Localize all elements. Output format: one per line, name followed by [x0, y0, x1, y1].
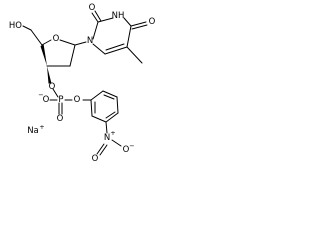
wedge-bond-c3prime-c4prime — [40, 43, 47, 66]
bond-c2-o-double-a — [91, 12, 99, 23]
bond-ar-2-3 — [102, 90, 118, 98]
bond-n1-c1prime — [74, 41, 87, 46]
bond-c5-c6-b — [105, 43, 125, 51]
bond-n3-c4 — [123, 17, 132, 27]
bond-c5prime-oh — [22, 25, 32, 31]
bond-n-o-nitro-2-b — [99, 144, 108, 156]
atom-label-o-carbonyl-top: O — [89, 3, 96, 13]
charge-label-n-nitro: + — [110, 129, 115, 137]
bond-ar-2-3-inner — [103, 94, 115, 100]
bond-o3prime-p — [52, 88, 59, 98]
atom-label-o-nitro-2: O — [92, 154, 99, 164]
bond-c4prime-c5prime — [30, 29, 43, 46]
charge-label-sodium: + — [39, 123, 44, 131]
bond-ar-1-2 — [90, 90, 104, 101]
bond-ar-6-1 — [90, 99, 93, 117]
bond-c1prime-o-ring — [59, 39, 76, 46]
atom-label-o-ester-3prime: O — [49, 82, 56, 92]
bond-ar-n-nitro — [105, 121, 108, 134]
stereo-bonds — [40, 43, 52, 84]
atom-label-o-nitro-1: O — [123, 145, 130, 155]
atom-label-p: P — [58, 95, 63, 105]
bond-lines — [22, 10, 148, 156]
bond-c6-n1 — [92, 43, 106, 55]
atom-label-o-ring: O — [53, 34, 60, 44]
atom-label-nh: NH — [112, 11, 125, 21]
bond-c2-o-double-b — [94, 10, 102, 22]
atom-label-n-nitro: N — [104, 133, 110, 143]
bond-c1prime-c2prime — [69, 44, 76, 67]
bond-c4-o-double-a — [130, 21, 147, 27]
chemical-structure: O NH O N O HO O P O O O − Na + N + O − O — [9, 3, 156, 164]
bond-ar-4-5-inner — [105, 111, 116, 119]
atom-label-o-anion: O — [43, 95, 50, 105]
bond-ar-4-5 — [105, 112, 119, 123]
atom-label-n-glycosidic: N — [87, 36, 93, 46]
atom-label-o-phosphoryl: O — [57, 114, 64, 124]
atom-label-o-carbonyl-right: O — [149, 17, 156, 27]
bond-c4-c5 — [126, 25, 132, 48]
charge-label-o-anion: − — [38, 91, 43, 99]
bond-ar-3-4 — [116, 96, 119, 114]
bond-ar-5-6 — [91, 115, 107, 123]
bond-n-o-nitro-1 — [111, 139, 122, 147]
atom-labels: O NH O N O HO O P O O O − Na + N + O − O — [9, 3, 156, 164]
bond-c4-o-double-b — [131, 24, 148, 30]
atom-label-ho: HO — [9, 21, 22, 31]
bond-c2-n3 — [97, 17, 114, 23]
charge-label-o-nitro-1: − — [129, 142, 134, 150]
bond-c5-c6-a — [104, 46, 128, 55]
bond-n-o-nitro-2-a — [96, 143, 105, 155]
bond-c2-n1 — [92, 21, 99, 40]
atom-label-sodium: Na — [27, 126, 39, 136]
bond-c5-methyl — [126, 46, 143, 64]
wedge-bond-c3prime-o3prime — [47, 66, 52, 84]
atom-label-o-phosphate-aryl: O — [74, 95, 81, 105]
